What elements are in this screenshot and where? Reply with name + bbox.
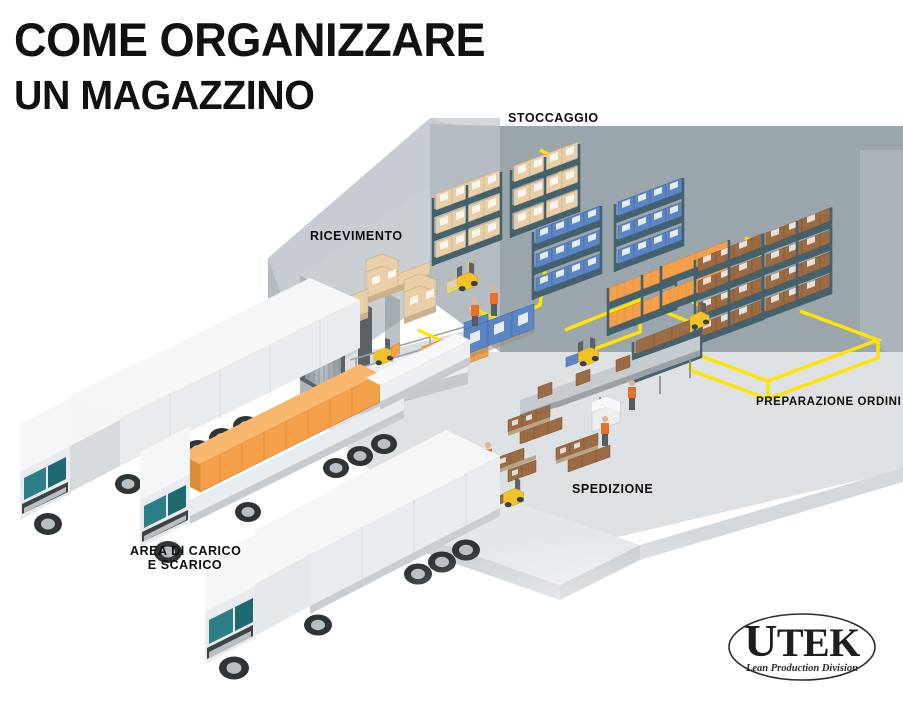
zone-label-area-carico-line1: AREA DI CARICO	[130, 544, 242, 558]
zone-label-spedizione: SPEDIZIONE	[572, 482, 654, 496]
zone-label-preparazione-ordini: PREPARAZIONE ORDINI	[756, 396, 902, 408]
shipping-pallet-stacks	[495, 404, 611, 483]
truck-box-trailer-front	[205, 430, 500, 680]
zone-label-area-carico: AREA DI CARICO E SCARICO	[130, 544, 242, 572]
truck-flatbed-orange-cargo	[140, 333, 470, 563]
logo-ellipse-border	[728, 613, 876, 681]
logo-tagline: Lean Production Division	[745, 663, 858, 674]
logo-wordmark-rest: TEK	[777, 620, 860, 665]
page-title: COME ORGANIZZARE UN MAGAZZINO	[14, 13, 505, 119]
logo-wordmark: UTEK	[744, 615, 860, 666]
zone-label-ricevimento: RICEVIMENTO	[310, 229, 403, 243]
rack-group-storage-blue	[531, 177, 685, 300]
zone-label-stoccaggio: STOCCAGGIO	[508, 111, 599, 125]
rack-group-storage-tan	[431, 141, 581, 266]
receiving-blue-totes	[463, 303, 535, 360]
title-line-2: UN MAGAZZINO	[14, 72, 315, 118]
logo-wordmark-u: U	[744, 615, 777, 666]
zone-label-area-carico-line2: E SCARICO	[147, 558, 223, 572]
utek-logo: UTEK Lean Production Division	[728, 613, 876, 681]
forklift-vehicles	[373, 262, 710, 508]
title-line-1: COME ORGANIZZARE	[14, 13, 486, 66]
